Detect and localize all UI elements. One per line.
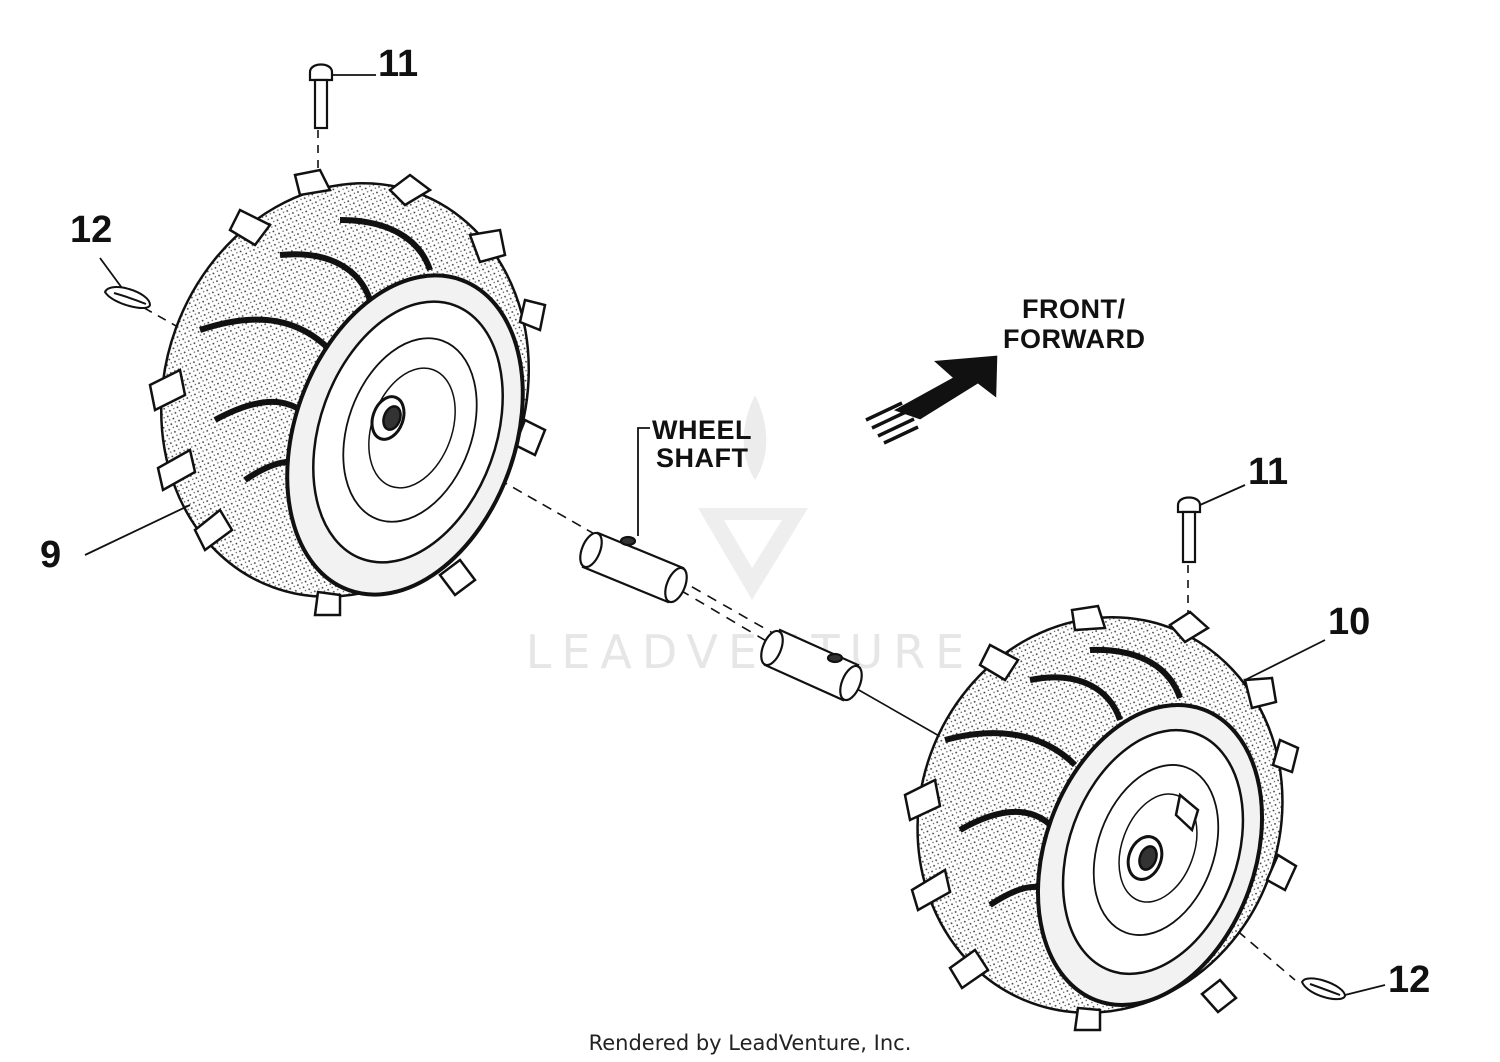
watermark: LEADVENTURE <box>526 395 975 679</box>
wheel-left <box>148 168 547 617</box>
callouts: 11 12 9 11 10 12 <box>40 43 1430 1001</box>
footer-credit: Rendered by LeadVenture, Inc. <box>589 1031 912 1055</box>
hairpin-clip-right <box>1300 977 1347 1001</box>
clevis-pin-left <box>308 63 334 130</box>
hairpin-clip-left <box>103 286 152 310</box>
clevis-pin-right <box>1176 496 1202 564</box>
callout-part-11-right: 11 <box>1248 451 1288 493</box>
forward-arrow-icon <box>865 355 998 445</box>
watermark-flame-icon <box>743 395 767 480</box>
callout-part-12-left: 12 <box>70 209 112 251</box>
wheel-shaft <box>579 531 863 702</box>
text-labels: WHEEL SHAFT FRONT/ FORWARD <box>652 294 1146 473</box>
rim-left <box>285 273 525 597</box>
watermark-v-logo-icon <box>698 508 808 600</box>
callout-part-10: 10 <box>1328 601 1370 643</box>
shaft-segment-upper <box>579 531 688 604</box>
watermark-text: LEADVENTURE <box>526 625 975 679</box>
direction-label-line1: FRONT/ <box>1022 294 1126 324</box>
direction-label-line2: FORWARD <box>1003 324 1146 354</box>
callout-part-9: 9 <box>40 534 61 576</box>
rim-right <box>1035 702 1265 1008</box>
shaft-segment-lower <box>760 628 863 702</box>
wheel-shaft-label-line1: WHEEL <box>652 415 752 445</box>
wheel-shaft-label-line2: SHAFT <box>656 443 749 473</box>
callout-part-11-left: 11 <box>378 43 418 85</box>
wheel-right <box>903 604 1300 1032</box>
callout-part-12-right: 12 <box>1388 959 1430 1001</box>
leader-lines <box>84 74 1386 996</box>
